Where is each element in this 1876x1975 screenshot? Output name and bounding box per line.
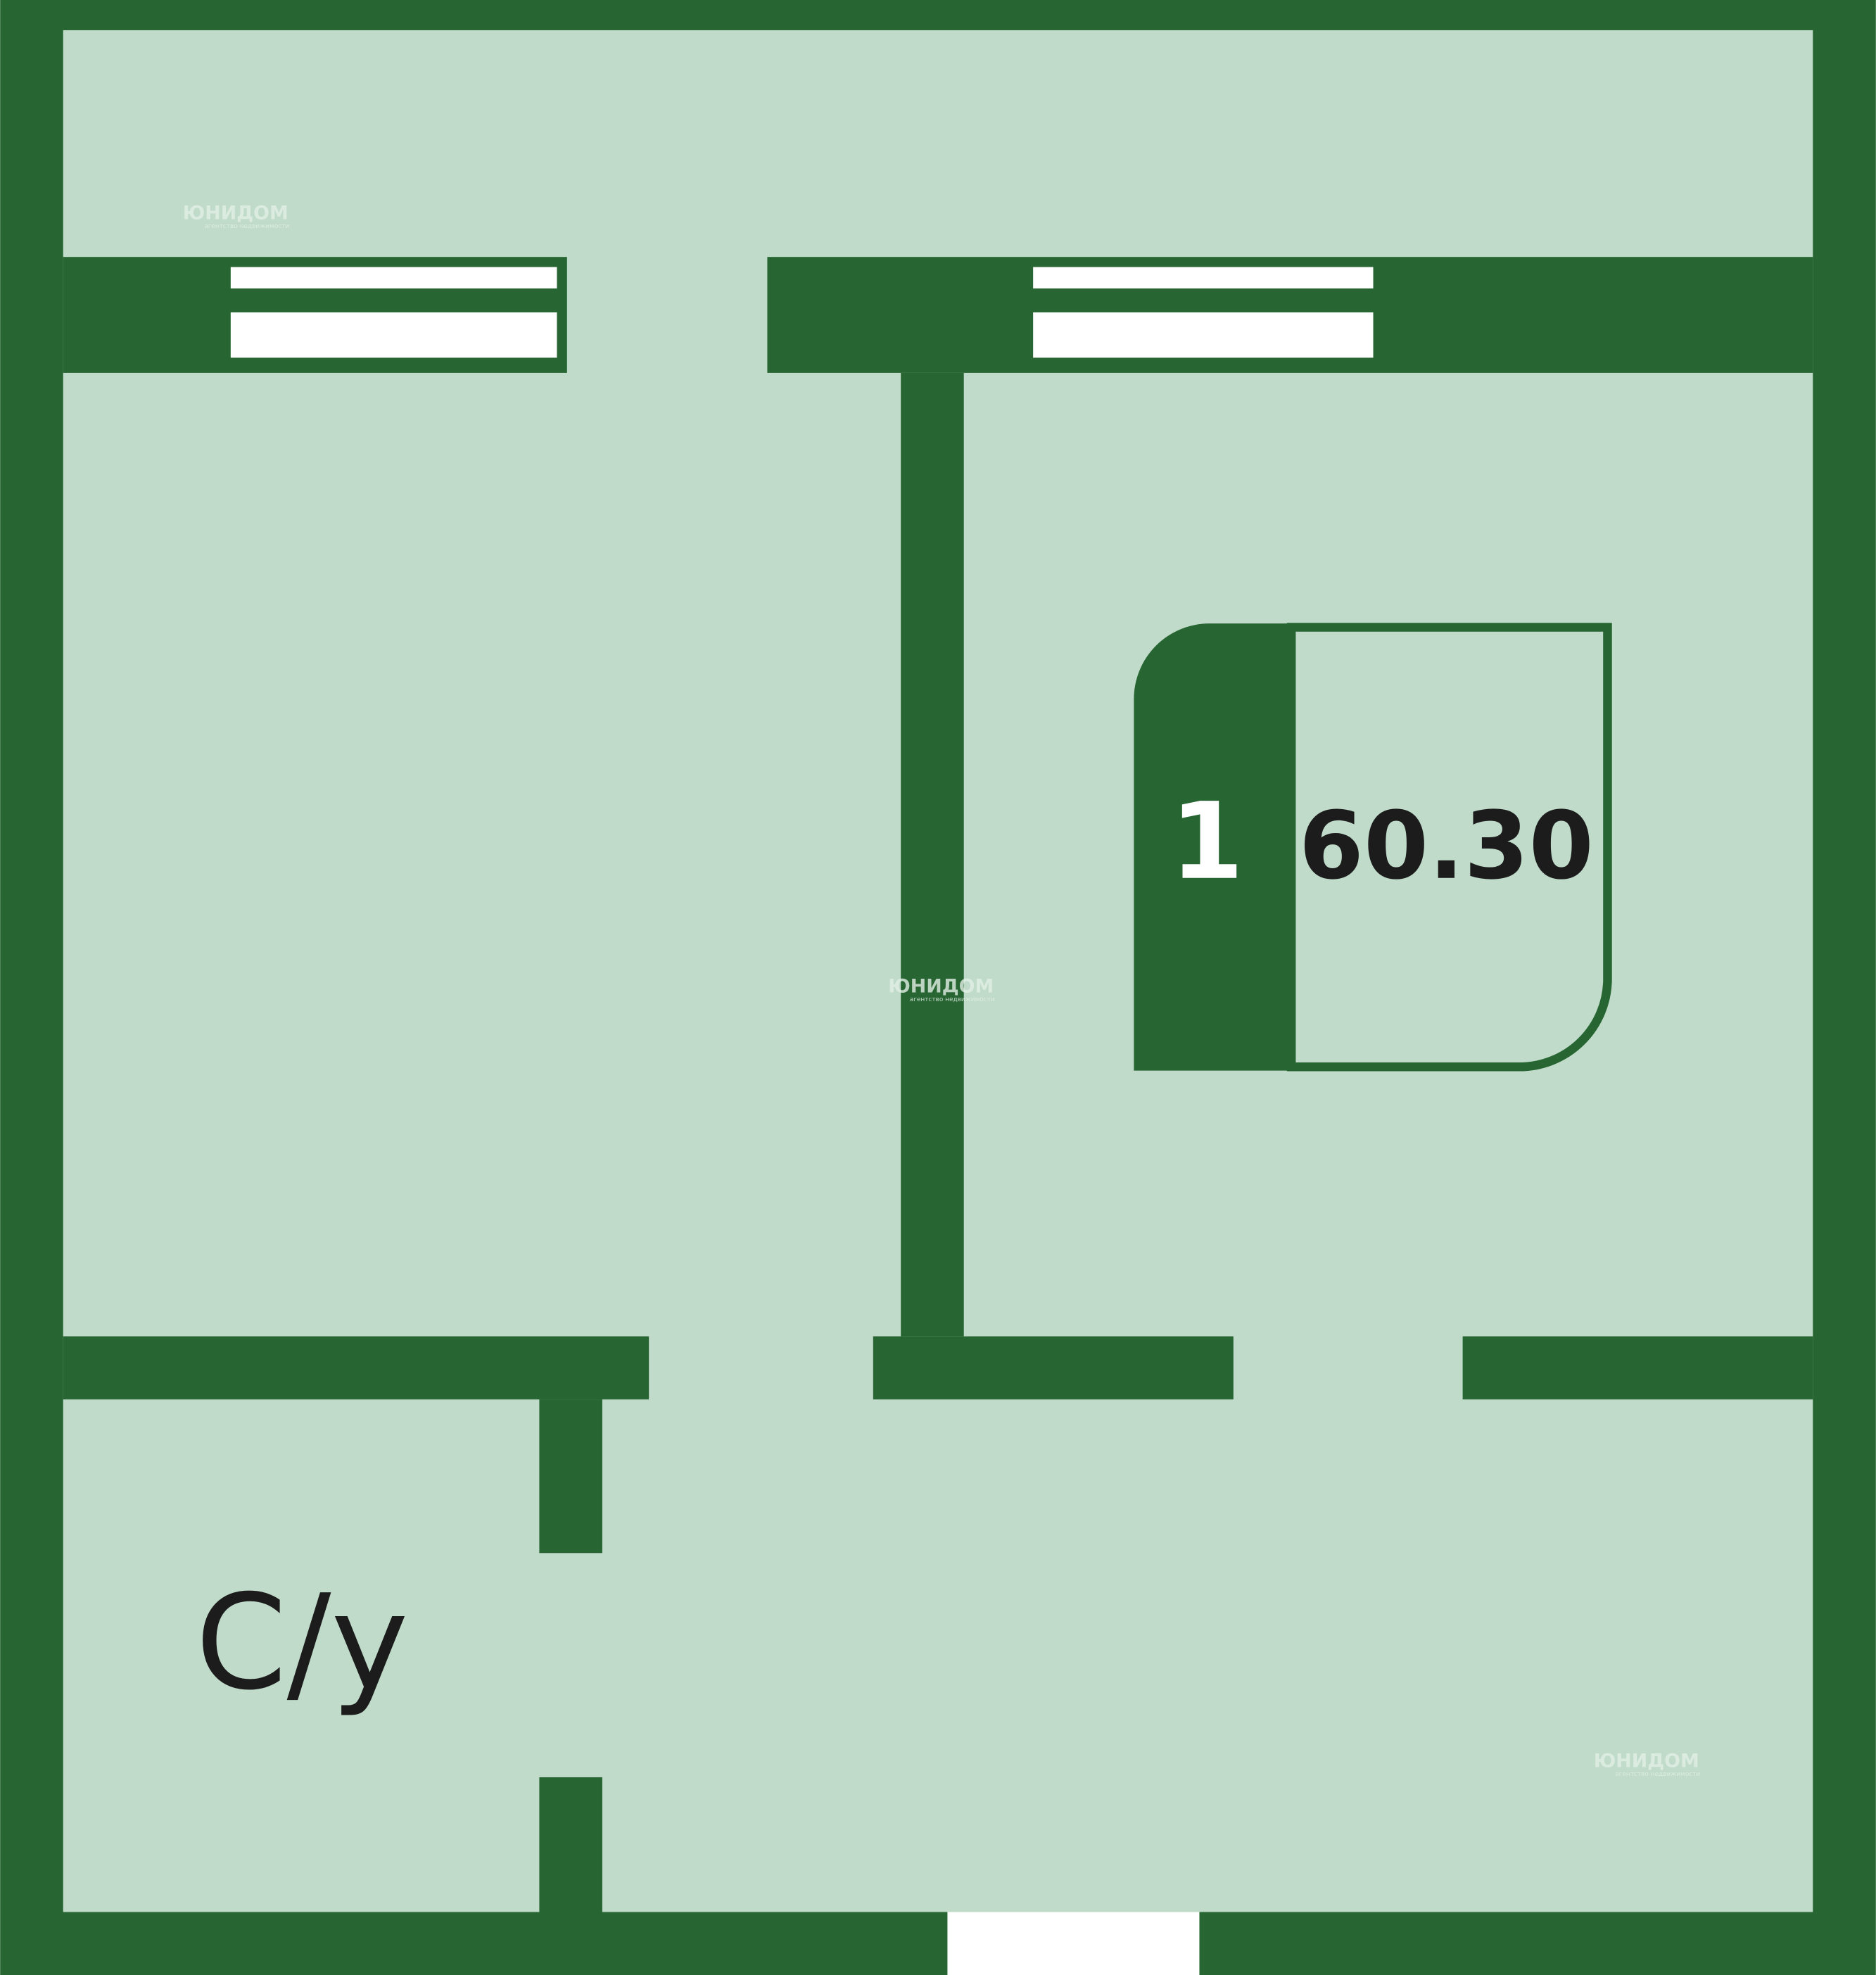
wall-horizontal-right bbox=[1462, 1336, 1813, 1399]
watermark-2: ЮНИДОМ агентство недвижимости bbox=[888, 976, 994, 1004]
watermark-tagline: агентство недвижимости bbox=[204, 223, 289, 230]
window-left-frame-top bbox=[230, 267, 557, 288]
window-left-frame-bottom bbox=[230, 312, 557, 358]
badge-rooms-panel bbox=[1134, 623, 1292, 1071]
area-value: 60.30 bbox=[1299, 792, 1594, 901]
wall-horizontal-middle bbox=[873, 1336, 1234, 1399]
window-right-frame-top bbox=[1033, 267, 1374, 288]
wall-bathroom-upper bbox=[539, 1399, 602, 1554]
bathroom-label: С/у bbox=[196, 1566, 409, 1719]
watermark-3: ЮНИДОМ агентство недвижимости bbox=[1594, 1751, 1700, 1779]
watermark-brand: ЮНИДОМ bbox=[888, 976, 994, 998]
watermark-tagline: агентство недвижимости bbox=[1615, 1771, 1700, 1778]
watermark-brand: ЮНИДОМ bbox=[1594, 1751, 1699, 1772]
watermark-brand: ЮНИДОМ bbox=[183, 202, 289, 224]
wall-bathroom-lower bbox=[539, 1777, 602, 1912]
window-right-frame-bottom bbox=[1033, 312, 1374, 358]
wall-horizontal-left bbox=[63, 1336, 649, 1399]
rooms-count: 1 bbox=[1170, 780, 1244, 903]
apartment-badge: 1 60.30 bbox=[1134, 623, 1612, 1072]
wall-vertical-center bbox=[901, 372, 964, 1337]
badge-outline bbox=[1286, 623, 1612, 1072]
watermark-tagline: агентство недвижимости bbox=[910, 996, 995, 1003]
entrance-doorway bbox=[947, 1912, 1200, 1975]
watermark-1: ЮНИДОМ агентство недвижимости bbox=[183, 202, 289, 230]
